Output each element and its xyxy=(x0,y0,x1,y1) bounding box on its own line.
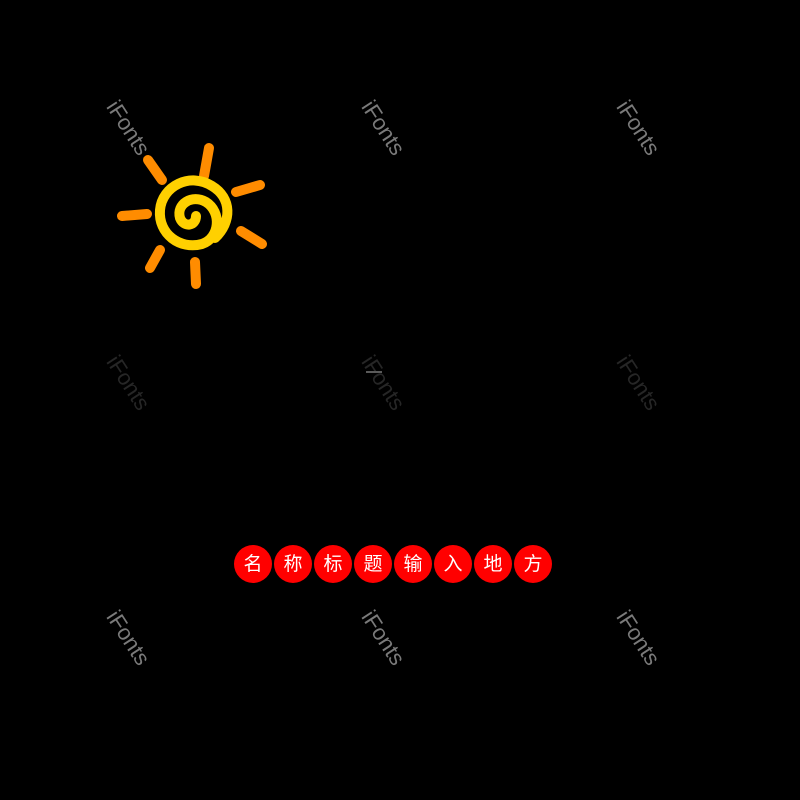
watermark: iFonts xyxy=(356,95,411,160)
watermark: iFonts xyxy=(611,605,666,670)
title-char: 题 xyxy=(354,545,392,583)
title-char: 输 xyxy=(394,545,432,583)
watermark: iFonts xyxy=(101,605,156,670)
watermark: iFonts xyxy=(356,605,411,670)
title-char: 名 xyxy=(234,545,272,583)
sun-icon xyxy=(112,138,277,293)
title-char: 称 xyxy=(274,545,312,583)
title-char: 方 xyxy=(514,545,552,583)
title-char: 标 xyxy=(314,545,352,583)
title-char: 入 xyxy=(434,545,472,583)
decorative-dash xyxy=(366,371,382,373)
title-badges: 名 称 标 题 输 入 地 方 xyxy=(234,545,552,583)
watermark: iFonts xyxy=(611,350,666,415)
watermark: iFonts xyxy=(356,350,411,415)
watermark: iFonts xyxy=(611,95,666,160)
title-char: 地 xyxy=(474,545,512,583)
watermark: iFonts xyxy=(101,350,156,415)
